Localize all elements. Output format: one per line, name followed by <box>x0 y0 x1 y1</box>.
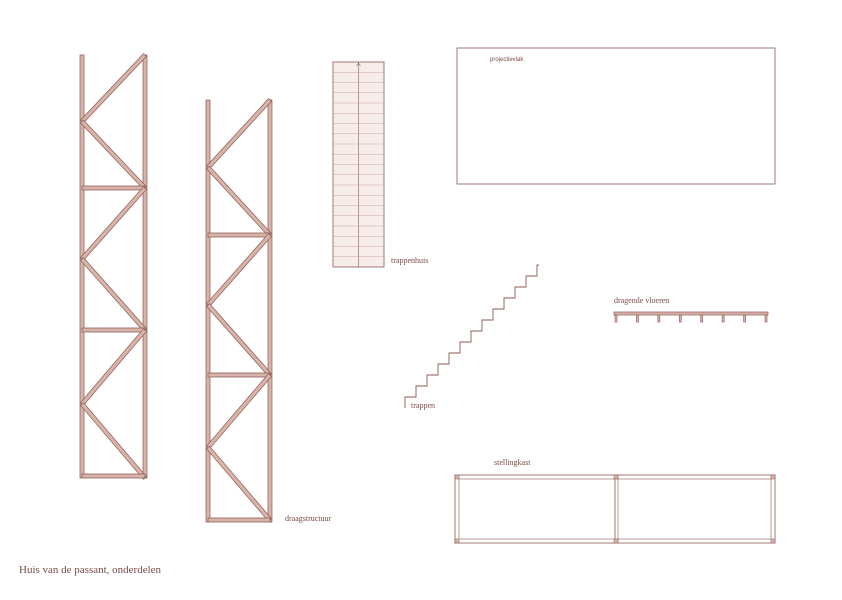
truss-diagonal <box>80 119 147 190</box>
truss-diagonal <box>206 303 272 377</box>
floor-joist <box>700 314 704 323</box>
cabinet-corner-post <box>613 474 619 480</box>
stairs-profile <box>404 264 539 408</box>
floor-joist <box>678 314 682 323</box>
stairwell-plan <box>332 61 385 268</box>
floor-joist <box>743 314 746 323</box>
sheet-title: Huis van de passant, onderdelen <box>19 564 162 576</box>
truss-diagonal <box>206 233 272 307</box>
truss-diagonal <box>206 98 272 170</box>
truss-diagonal <box>205 373 273 450</box>
floor-joist <box>721 314 725 323</box>
cabinet-corner-post <box>454 538 460 544</box>
truss-diagonal <box>80 186 147 261</box>
truss-diagonal <box>80 53 147 124</box>
cabinet-corner-post <box>613 538 619 544</box>
cabinet-corner-post <box>454 474 460 480</box>
label-floors: dragende vloeren <box>614 296 670 305</box>
floor-joist <box>657 314 661 323</box>
projection-plane-outline <box>456 47 776 185</box>
truss-rail <box>207 232 271 238</box>
label-cabinet: stellingkast <box>494 458 531 467</box>
projection-plane <box>456 47 776 185</box>
floor-joist <box>764 314 768 323</box>
truss-diagonal <box>80 257 147 332</box>
label-support: draagstructuur <box>285 514 332 523</box>
floor-joist <box>636 314 639 323</box>
floor-slab <box>613 311 769 316</box>
truss-diagonal <box>206 165 272 237</box>
support-tower-left <box>79 53 148 480</box>
cabinet-corner-post <box>770 538 776 544</box>
truss-rail <box>81 327 146 333</box>
truss-rail-bottom <box>207 517 271 523</box>
support-tower-right <box>205 98 273 523</box>
label-projection: projectievlak <box>490 57 524 63</box>
label-stairwell: trappenhuis <box>391 256 429 265</box>
cabinet-corner-post <box>770 474 776 480</box>
truss-rail-bottom <box>81 473 146 479</box>
truss-post-right <box>267 99 273 523</box>
stairs-line <box>404 264 539 408</box>
truss-diagonal <box>79 402 148 480</box>
truss-rail <box>207 372 271 378</box>
truss-post-right <box>142 54 148 479</box>
stairwell-arrow-icon <box>356 62 361 67</box>
label-stairs: trappen <box>411 401 435 410</box>
shelving-cabinet <box>454 474 776 544</box>
floor-joist <box>614 314 618 323</box>
floors-section <box>613 311 769 323</box>
truss-diagonal <box>79 328 148 406</box>
truss-diagonal <box>205 445 273 522</box>
truss-rail <box>81 185 146 191</box>
